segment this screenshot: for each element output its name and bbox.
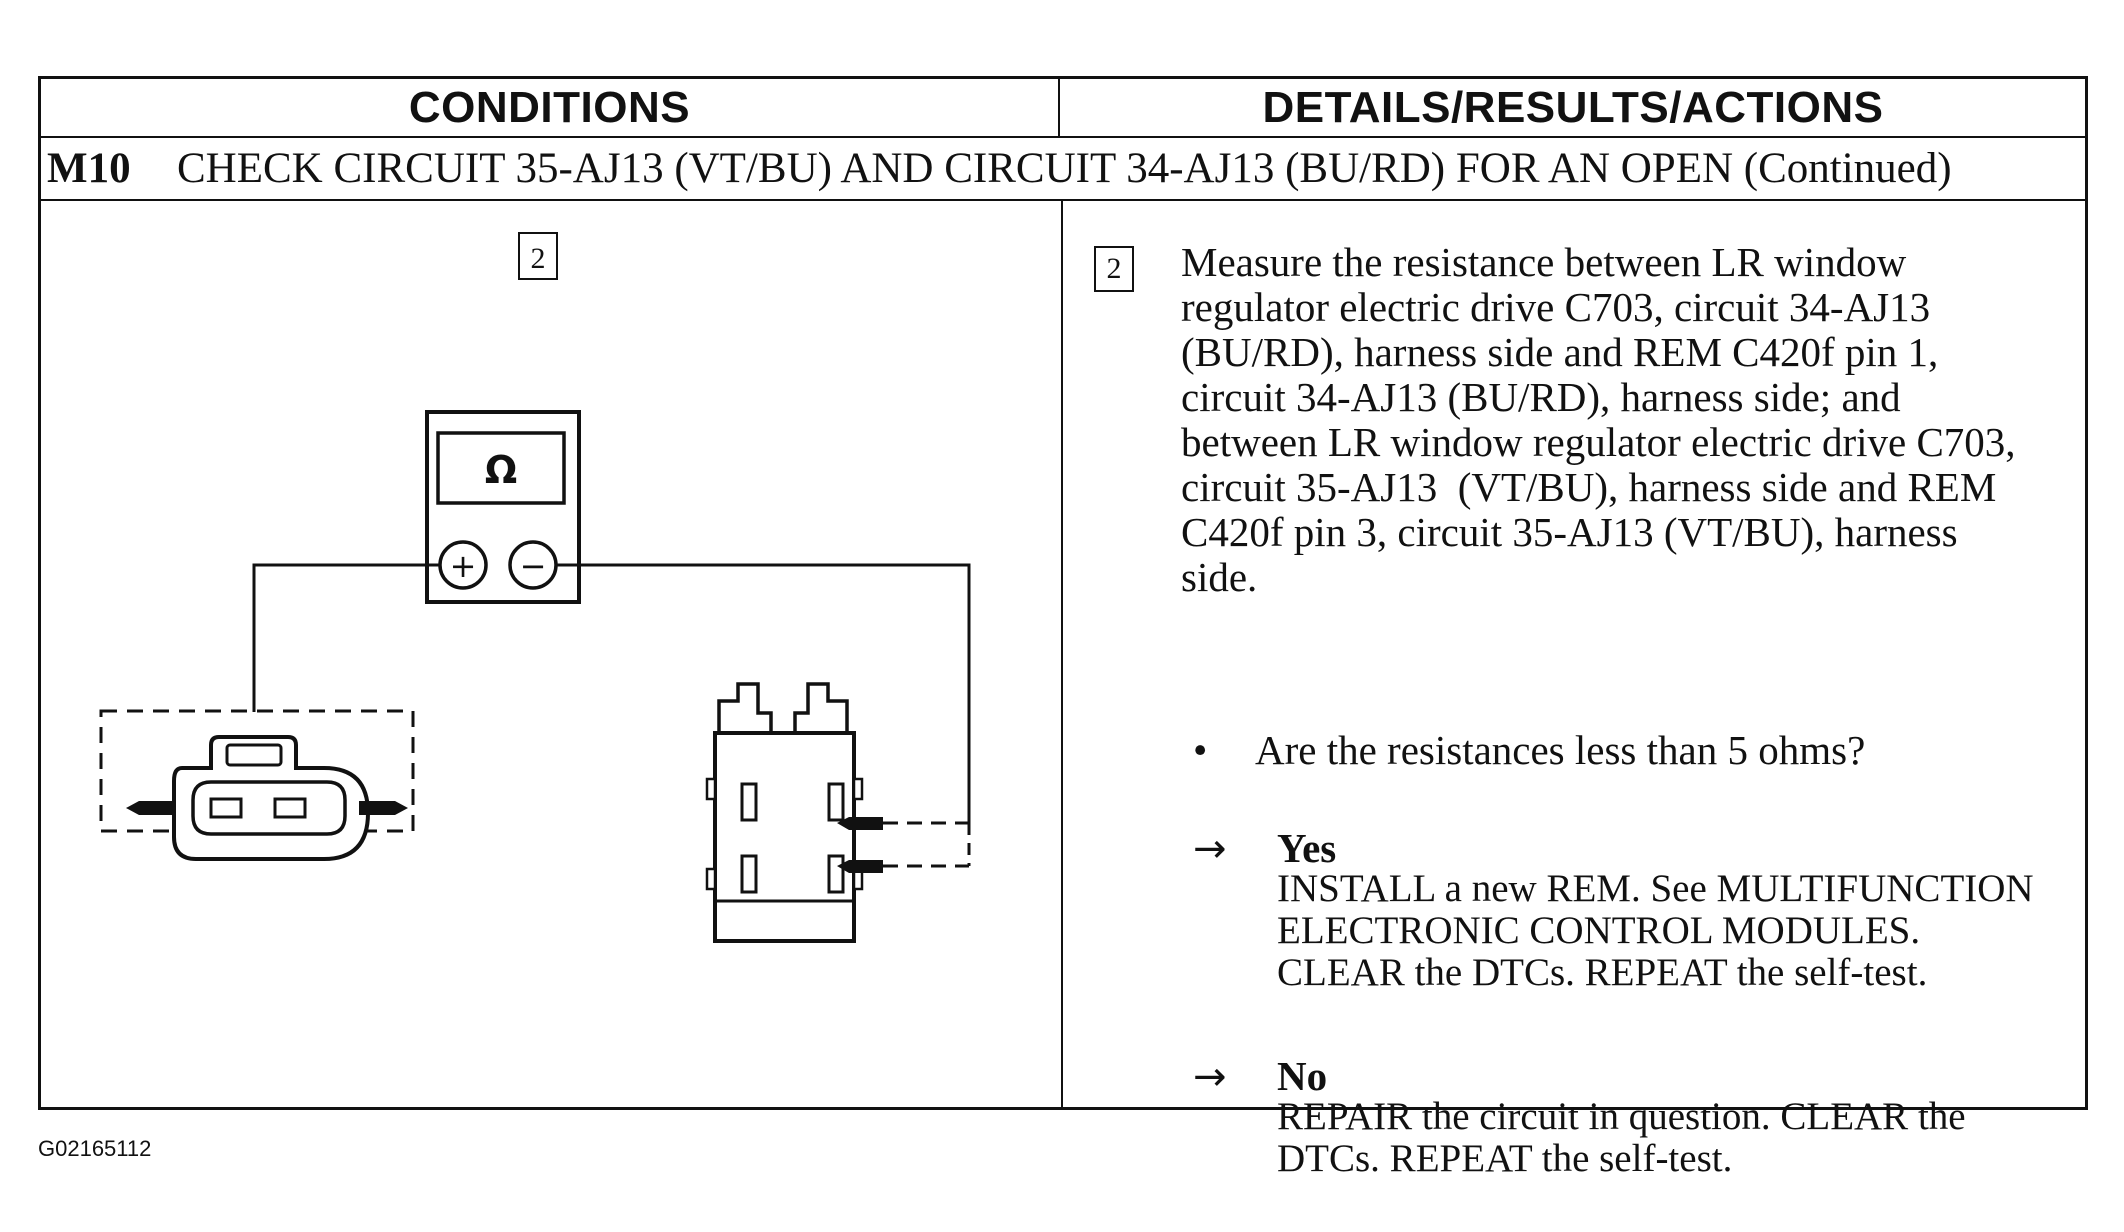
diagram-step-box: 2 [518,232,558,280]
conditions-header: CONDITIONS [408,82,691,132]
header-divider [1058,79,1060,136]
no-action-line: REPAIR the circuit in question. CLEAR th… [1277,1095,1966,1138]
question-row: • Are the resistances less than 5 ohms? [1193,726,1865,774]
arrow-right-icon: → [1193,826,1227,872]
diagram-step-number: 2 [531,242,546,275]
instruction-line: (BU/RD), harness side and REM C420f pin … [1181,329,1939,375]
no-action-line: DTCs. REPEAT the self-test. [1277,1137,1733,1180]
figure-id: G02165112 [38,1136,152,1161]
connector-c420f-icon [705,682,971,943]
procedure-table: CONDITIONS DETAILS/RESULTS/ACTIONS M10 C… [38,76,2088,1180]
conditions-diagram: 2 Ω + − [41,200,1059,1110]
instruction-line: C420f pin 3, circuit 35-AJ13 (VT/BU), ha… [1181,509,1958,555]
plus-symbol: + [450,547,477,585]
instruction-text: Measure the resistance between LR window… [1181,240,2081,600]
bullet-icon: • [1193,727,1208,773]
question-text: Are the resistances less than 5 ohms? [1255,727,1866,773]
details-pane: 2 Measure the resistance between LR wind… [1063,200,2085,1180]
minus-symbol: − [520,547,547,585]
connector-c703-icon [99,709,415,861]
instruction-line: between LR window regulator electric dri… [1181,419,2016,465]
yes-label: Yes [1277,825,1337,871]
column-divider [1061,200,1063,1107]
instruction-line: regulator electric drive C703, circuit 3… [1181,284,1931,330]
yes-action-line: INSTALL a new REM. See MULTIFUNCTION [1277,867,2034,910]
details-header: DETAILS/RESULTS/ACTIONS [1262,82,1884,132]
positive-lead [252,563,440,712]
step-title: CHECK CIRCUIT 35-AJ13 (VT/BU) AND CIRCUI… [177,144,1952,192]
details-step-box: 2 [1094,246,1134,292]
no-label: No [1277,1053,1328,1099]
step-id: M10 [47,144,131,192]
ohmmeter-icon: Ω + − [425,410,581,604]
yes-action-line: CLEAR the DTCs. REPEAT the self-test. [1277,951,1928,994]
header-rule [41,136,2085,138]
yes-action-line: ELECTRONIC CONTROL MODULES. [1277,909,1921,952]
instruction-line: circuit 34-AJ13 (BU/RD), harness side; a… [1181,374,1901,420]
title-rule [41,199,2085,201]
instruction-line: side. [1181,554,1258,600]
no-action: REPAIR the circuit in question. CLEAR th… [1277,1096,2097,1180]
ohm-symbol: Ω [485,448,517,492]
instruction-line: circuit 35-AJ13 (VT/BU), harness side an… [1181,464,1997,510]
arrow-right-icon: → [1193,1054,1227,1100]
wiring-diagram: 2 Ω + − [99,232,971,943]
yes-action: INSTALL a new REM. See MULTIFUNCTION ELE… [1277,868,2097,994]
instruction-line: Measure the resistance between LR window [1181,239,1907,285]
negative-lead [556,563,971,830]
step-title-row: M10 CHECK CIRCUIT 35-AJ13 (VT/BU) AND CI… [41,138,2085,198]
